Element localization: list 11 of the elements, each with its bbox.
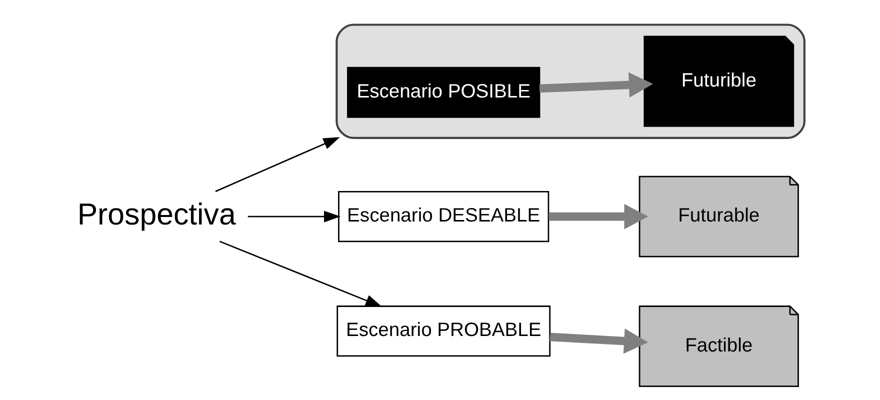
cluster — [335, 24, 805, 139]
node-box: Escenario POSIBLE — [346, 66, 540, 118]
node-box: Escenario DESEABLE — [338, 191, 549, 242]
node-box: Escenario PROBABLE — [336, 306, 550, 357]
arrow — [247, 210, 340, 222]
arrow — [214, 137, 340, 192]
node-text: Prospectiva — [76, 198, 236, 232]
arrow — [538, 72, 653, 98]
arrow — [218, 240, 382, 307]
arrow — [548, 204, 648, 230]
arrow — [549, 328, 648, 354]
